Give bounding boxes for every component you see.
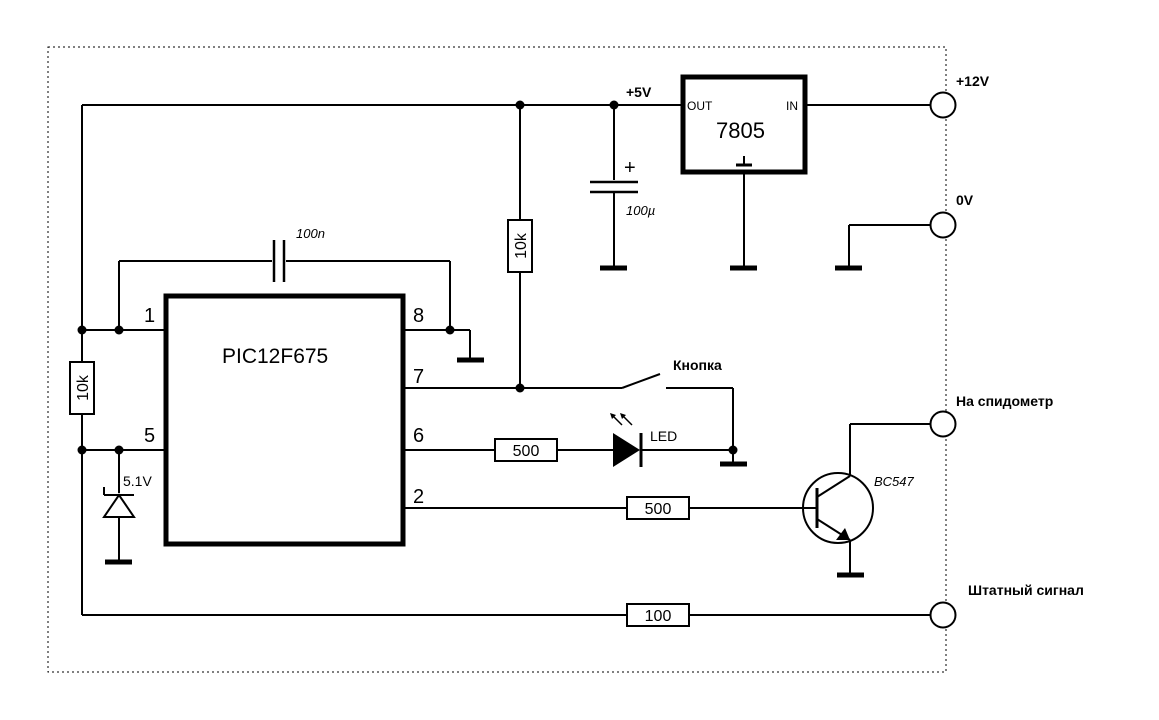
capacitor-100u: [590, 105, 638, 271]
junction-dot: [609, 100, 619, 110]
cap-100n-label: 100n: [296, 226, 325, 241]
regulator-7805: OUT IN 7805: [680, 74, 930, 271]
junction-dot: [114, 445, 124, 455]
cap-plus-sign: +: [624, 157, 636, 179]
terminal-signal[interactable]: [929, 601, 957, 629]
ground-terminal-wiring: [835, 224, 930, 271]
junction-dot: [77, 325, 87, 335]
supply-rail: [81, 104, 683, 362]
zener-label: 5.1V: [123, 473, 152, 489]
pin-5-label: 5: [144, 425, 155, 447]
pin-6-label: 6: [413, 425, 424, 447]
resistor-pullup-10k: [507, 105, 533, 388]
button-label: Кнопка: [673, 357, 722, 373]
terminal-speedometer[interactable]: [929, 410, 957, 438]
junction-dot: [77, 445, 87, 455]
junction-dot: [114, 325, 124, 335]
mcu-name: PIC12F675: [222, 345, 328, 368]
pullup-10k-label: 10k: [513, 232, 530, 259]
pin2-wiring: [403, 496, 817, 520]
mcu-chip: [163, 293, 406, 547]
pin1-wiring: [82, 240, 451, 331]
pin-2-label: 2: [413, 486, 424, 508]
transistor-bc547: [802, 423, 930, 578]
signal-resistor-label: 100: [645, 608, 672, 625]
regulator-in-label: IN: [786, 99, 798, 113]
transistor-label: BC547: [874, 474, 915, 489]
plus5v-label: +5V: [626, 84, 652, 100]
board-outline: [47, 46, 947, 673]
signal-wiring: [82, 603, 930, 627]
pin-8-label: 8: [413, 305, 424, 327]
zero-v-label: 0V: [956, 192, 974, 208]
signal-label: Штатный сигнал: [968, 582, 1084, 598]
cap-100u-label: 100µ: [626, 203, 655, 218]
base-resistor-label: 500: [645, 501, 672, 518]
led-resistor-label: 500: [513, 443, 540, 460]
junction-dot: [728, 445, 738, 455]
speedometer-label: На спидометр: [956, 393, 1053, 409]
regulator-name: 7805: [716, 118, 765, 143]
junction-dot: [515, 383, 525, 393]
led-label: LED: [650, 428, 677, 444]
terminal-plus12v[interactable]: [929, 91, 957, 119]
left-10k-label: 10k: [75, 374, 92, 401]
pin-7-label: 7: [413, 366, 424, 388]
plus12v-label: +12V: [956, 73, 990, 89]
regulator-out-label: OUT: [687, 99, 713, 113]
pin-1-label: 1: [144, 305, 155, 327]
junction-dot: [515, 100, 525, 110]
junction-dot: [445, 325, 455, 335]
pin8-ground: [403, 329, 484, 363]
pin6-wiring: [403, 413, 733, 467]
terminal-0v[interactable]: [929, 211, 957, 239]
pin5-wiring: [82, 449, 166, 565]
